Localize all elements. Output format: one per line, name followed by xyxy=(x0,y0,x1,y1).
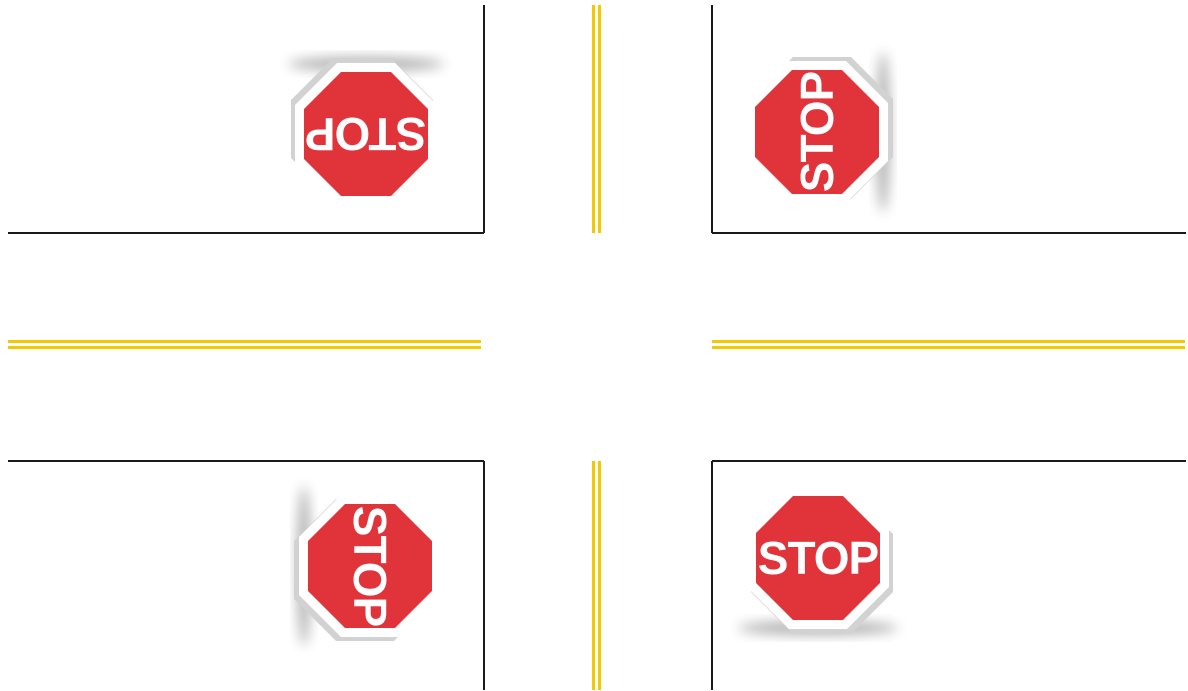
stop-sign-icon: STOP xyxy=(294,495,441,641)
center-line-west xyxy=(8,340,481,349)
center-line-south xyxy=(592,461,601,690)
sign-text: STOP xyxy=(305,108,426,160)
sign-text: STOP xyxy=(758,532,879,584)
stop-sign-icon: STOP xyxy=(291,58,437,205)
sign-text: STOP xyxy=(791,71,843,192)
stop-sign-icon: STOP xyxy=(746,57,893,203)
center-line-north xyxy=(592,5,601,233)
stop-sign-icon: STOP xyxy=(747,487,893,634)
center-line-east xyxy=(712,340,1185,349)
sign-text: STOP xyxy=(344,506,396,627)
stop-sign-top-left: STOP xyxy=(288,57,444,205)
center-lines xyxy=(8,5,1185,690)
stop-sign-bottom-left: STOP xyxy=(294,486,441,646)
stop-sign-top-right: STOP xyxy=(746,52,893,212)
stop-sign-bottom-right: STOP xyxy=(738,487,898,635)
